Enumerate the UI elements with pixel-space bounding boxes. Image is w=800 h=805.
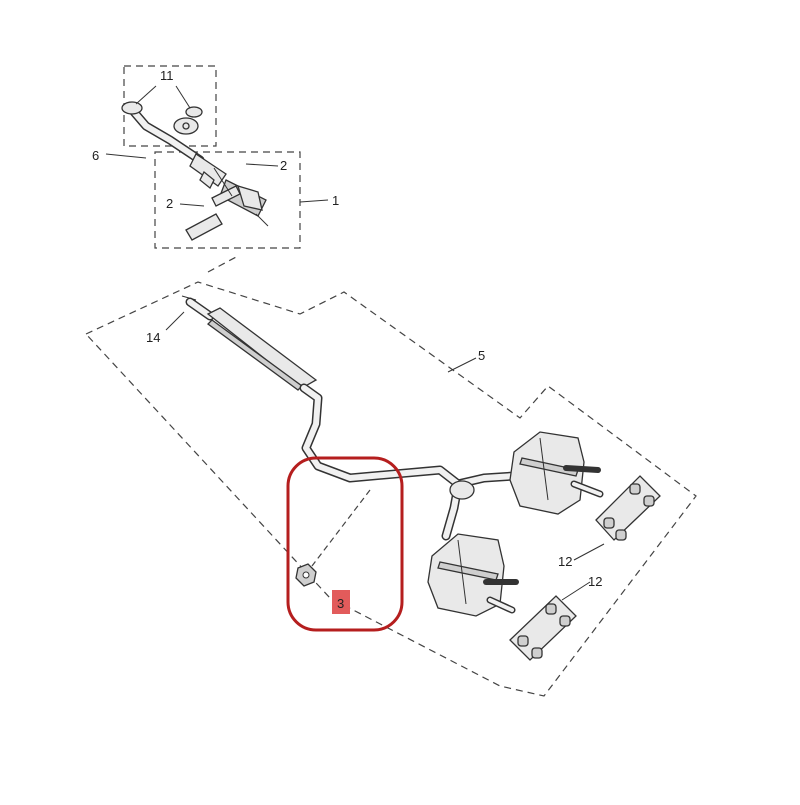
mounting-bracket-upper [595,475,661,541]
front-pipe-assembly [121,101,269,241]
group-box-11 [123,65,217,147]
group-box-5 [85,281,697,697]
group-box-5-link [207,255,239,273]
callout-2-upper: 2 [280,158,287,173]
highlight-label-background [332,590,350,614]
leader-lines [105,85,605,601]
rear-silencer-lower [427,533,519,617]
callout-12-upper: 12 [558,554,572,569]
callout-3: 3 [337,596,344,611]
callout-1: 1 [332,193,339,208]
callout-14: 14 [146,330,160,345]
rear-silencer-upper [509,431,604,515]
mounting-bracket-lower [509,595,577,661]
callout-2-lower: 2 [166,196,173,211]
callout-12-lower: 12 [588,574,602,589]
mid-pipe-assembly [181,295,519,541]
nut-part-3 [295,489,371,587]
callout-11: 11 [160,68,174,83]
group-box-1 [154,151,301,249]
callout-5: 5 [478,348,485,363]
highlight-box [286,456,404,632]
callout-6: 6 [92,148,99,163]
